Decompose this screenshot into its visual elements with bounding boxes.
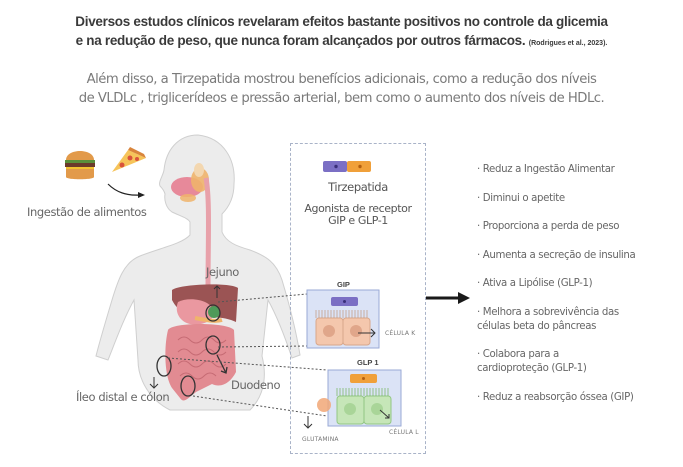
duodenum-arrow-icon <box>216 354 228 374</box>
k-cell-microvilli <box>315 310 368 318</box>
effects-arrow-icon <box>458 292 470 304</box>
food-arrowhead-icon <box>138 192 145 198</box>
jejunum-circle <box>205 304 221 322</box>
l-cell-arrow-icon <box>379 409 390 419</box>
effect-item: · Aumenta a secreção de insulina <box>477 249 636 261</box>
food-arrow-icon <box>107 183 143 196</box>
pizza-icon <box>112 147 146 172</box>
tirzepatide-panel <box>290 143 426 454</box>
jejunum-arrow-icon <box>213 285 221 298</box>
colon-circle <box>180 375 196 397</box>
citation: (Rodrigues et al., 2023). <box>528 40 608 47</box>
ear <box>194 163 204 177</box>
label-jejunum: Jejuno <box>206 265 239 279</box>
gallbladder <box>208 306 220 318</box>
glp1-title: GLP 1 <box>357 358 379 367</box>
drug-description: Agonista de receptor GIP e GLP-1 <box>290 203 426 227</box>
glutamine-arrow-icon <box>303 416 313 429</box>
k-cell-arrow-icon <box>358 328 376 338</box>
effect-item: · Ativa a Lipólise (GLP-1) <box>477 278 593 289</box>
effect-item: · Diminui o apetite <box>477 192 565 204</box>
subheading: Além disso, a Tirzepatida mostrou benefí… <box>0 70 683 108</box>
ileum-arrow-icon <box>149 377 159 389</box>
subheading-line-2: de VLDLc , triglicerídeos e pressão arte… <box>78 91 605 106</box>
drug-desc-line-1: Agonista de receptor <box>304 202 412 215</box>
drug-desc-line-2: GIP e GLP-1 <box>328 214 388 227</box>
connector-lines <box>167 293 328 417</box>
heading-line-2: e na redução de peso, que nunca foram al… <box>75 33 608 48</box>
label-food-intake: Ingestão de alimentos <box>27 205 147 219</box>
heading-line-1: Diversos estudos clínicos revelaram efei… <box>75 14 608 29</box>
drug-name: Tirzepatida <box>328 180 388 194</box>
hamburger-icon <box>65 151 95 180</box>
k-cell-label: CÉLULA K <box>385 330 416 337</box>
glutamine-label: GLUTAMINA <box>302 436 339 443</box>
gip-title: GIP <box>337 280 350 289</box>
salivary-gland-lower <box>180 194 196 202</box>
l-cell-label: CÉLULA L <box>389 429 419 436</box>
effect-item: · Proporciona a perda de peso <box>477 221 620 232</box>
ileum-circle <box>156 355 172 377</box>
effect-item: · Reduz a reabsorção óssea (GIP) <box>477 391 634 403</box>
effects-list: · Reduz a Ingestão Alimentar · Diminui o… <box>477 163 677 419</box>
main-heading: Diversos estudos clínicos revelaram efei… <box>0 12 683 53</box>
effect-item: · Reduz a Ingestão Alimentar <box>477 164 615 175</box>
duodenum-circle <box>205 335 221 355</box>
glutamine-particle <box>317 398 331 412</box>
label-duodenum: Duodeno <box>231 378 281 392</box>
l-cell-microvilli <box>336 388 389 396</box>
intestine-folds <box>177 336 227 380</box>
human-body-figure <box>95 134 301 411</box>
label-ileum-colon: Íleo distal e cólon <box>76 390 170 404</box>
subheading-line-1: Além disso, a Tirzepatida mostrou benefí… <box>86 72 597 87</box>
esophagus <box>203 177 211 291</box>
